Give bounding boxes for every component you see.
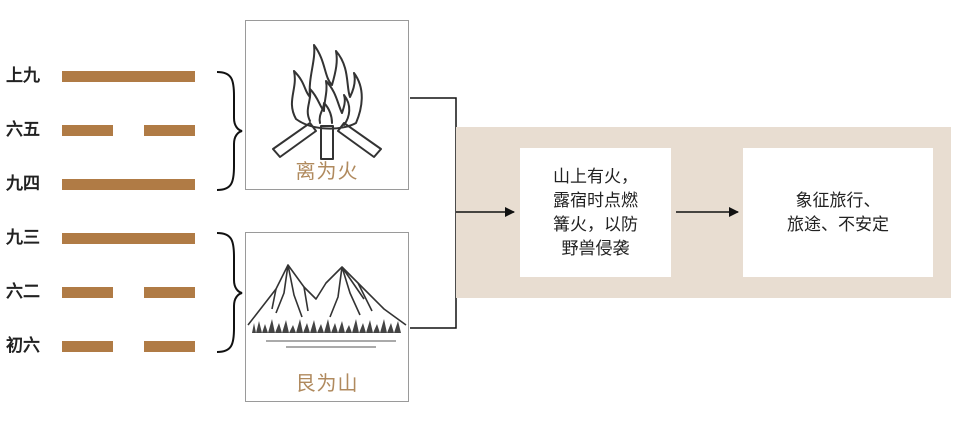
yin-line-segment-2 xyxy=(144,287,195,298)
yin-line-segment-1 xyxy=(62,341,113,352)
upper-brace xyxy=(216,71,243,191)
yin-line-segment-2 xyxy=(144,341,195,352)
image-text-line: 山上有火， xyxy=(553,166,638,187)
line-label-top: 上九 xyxy=(6,66,40,86)
line-label-third: 九三 xyxy=(6,228,40,248)
line-label-first: 初六 xyxy=(6,336,40,356)
lower-brace xyxy=(216,232,243,353)
image-text-line: 野兽侵袭 xyxy=(561,238,630,259)
line-label-second: 六二 xyxy=(6,282,40,302)
meaning-text-line: 旅途、不安定 xyxy=(787,214,889,235)
image-description-box: 山上有火， 露宿时点燃 篝火，以防 野兽侵袭 xyxy=(520,148,671,277)
meaning-box: 象征旅行、 旅途、不安定 xyxy=(743,148,933,277)
trigram-fire-frame: 离为火 xyxy=(245,20,409,190)
yang-line xyxy=(62,179,195,190)
trigram-mountain-frame: 艮为山 xyxy=(245,232,409,402)
trigram-mountain-caption: 艮为山 xyxy=(295,371,359,395)
yang-line xyxy=(62,71,195,82)
yin-line-segment-2 xyxy=(144,125,195,136)
yin-line-segment-1 xyxy=(62,287,113,298)
mountain-icon xyxy=(247,264,407,348)
fire-icon xyxy=(272,44,382,160)
image-text-line: 篝火，以防 xyxy=(553,214,638,235)
yang-line xyxy=(62,233,195,244)
meaning-text-line: 象征旅行、 xyxy=(795,190,881,211)
trigram-fire-caption: 离为火 xyxy=(295,159,359,183)
yin-line-segment-1 xyxy=(62,125,113,136)
line-label-fifth: 六五 xyxy=(6,120,40,140)
line-label-fourth: 九四 xyxy=(6,174,40,194)
image-text-line: 露宿时点燃 xyxy=(553,190,638,211)
